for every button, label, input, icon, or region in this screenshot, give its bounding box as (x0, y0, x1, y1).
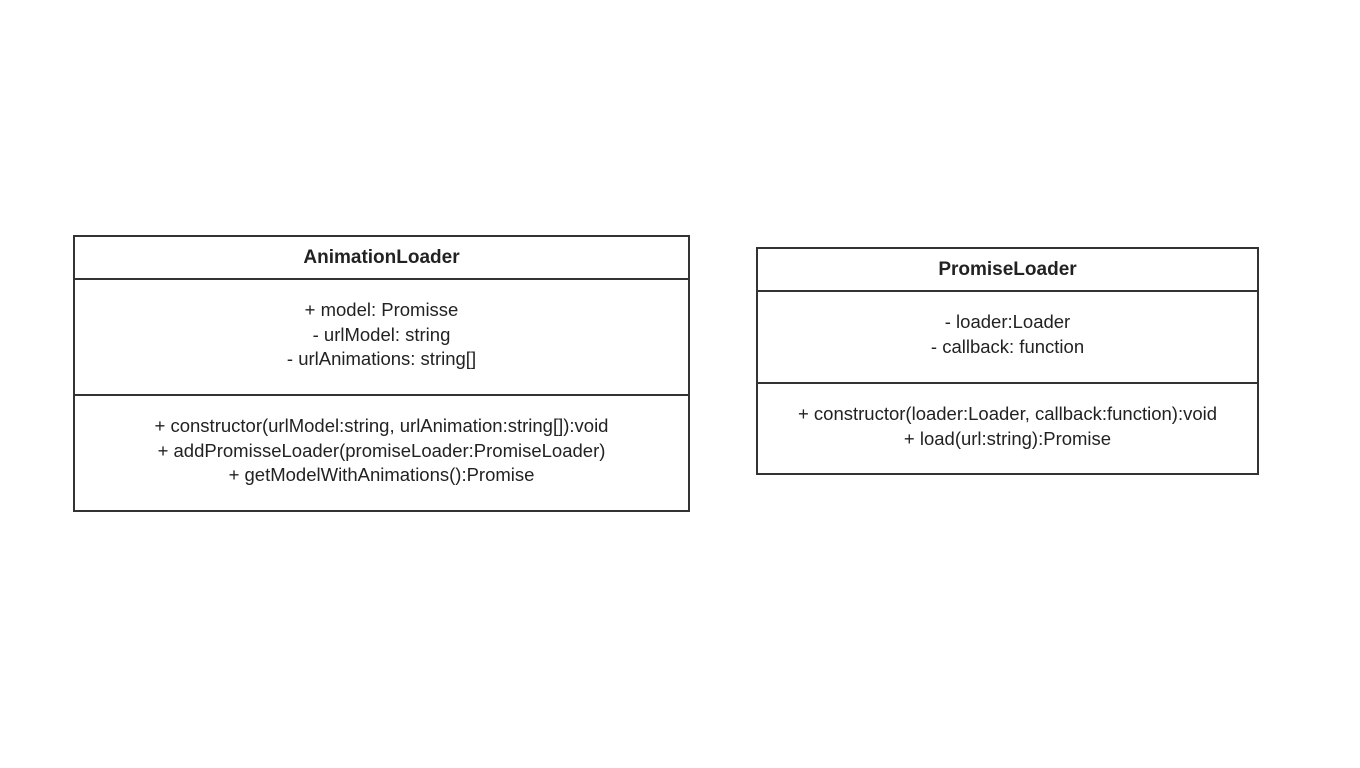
class-name: PromiseLoader (758, 249, 1257, 292)
class-methods: + constructor(urlModel:string, urlAnimat… (75, 396, 688, 488)
class-method: + addPromisseLoader(promiseLoader:Promis… (157, 439, 606, 461)
class-name: AnimationLoader (75, 237, 688, 280)
class-box-animation-loader[interactable]: AnimationLoader + model: Promisse - urlM… (73, 235, 690, 512)
class-attribute: - urlAnimations: string[] (286, 348, 477, 369)
class-method: + constructor(loader:Loader, callback:fu… (797, 403, 1218, 424)
class-box-promise-loader[interactable]: PromiseLoader - loader:Loader - callback… (756, 247, 1259, 475)
class-method: + load(url:string):Promise (903, 427, 1112, 449)
class-method: + getModelWithAnimations():Promise (228, 464, 535, 485)
class-attribute: + model: Promisse (304, 299, 459, 320)
class-attributes: + model: Promisse - urlModel: string - u… (75, 280, 688, 396)
class-attribute: - callback: function (930, 335, 1085, 357)
class-attributes: - loader:Loader - callback: function (758, 292, 1257, 384)
class-methods: + constructor(loader:Loader, callback:fu… (758, 384, 1257, 451)
class-method: + constructor(urlModel:string, urlAnimat… (154, 415, 609, 436)
class-attribute: - loader:Loader (944, 311, 1071, 332)
class-attribute: - urlModel: string (312, 323, 451, 345)
